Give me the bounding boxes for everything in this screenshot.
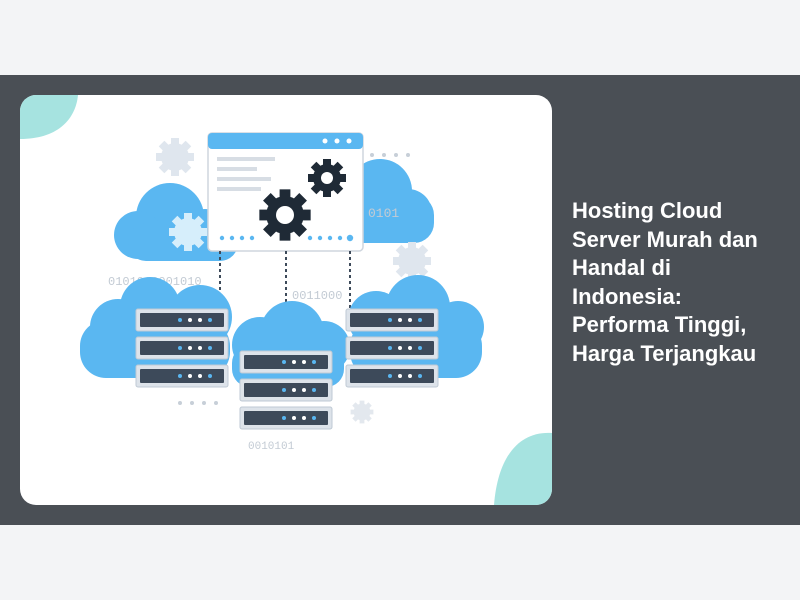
server-rack-icon [239,350,333,430]
binary-label: 0011000 [292,289,342,303]
gear-icon [169,213,207,251]
hero-image-card: 0101 0101010001010 0011000 0010101 [20,95,552,505]
teal-accent-top-left [20,95,78,139]
binary-label: 0101 [368,206,399,221]
teal-accent-bottom-right [494,432,552,505]
post-title: Hosting Cloud Server Murah dan Handal di… [572,198,758,366]
server-rack-icon [345,308,439,388]
gear-icon [393,242,431,280]
decorative-dots [178,153,410,405]
cloud-hosting-illustration: 0101 0101010001010 0011000 0010101 [20,95,552,505]
gear-icon [350,400,374,424]
gear-icon [156,138,194,176]
cloud-icon [232,301,350,387]
binary-label: 0010101 [248,441,295,453]
server-rack-icon [135,308,229,388]
